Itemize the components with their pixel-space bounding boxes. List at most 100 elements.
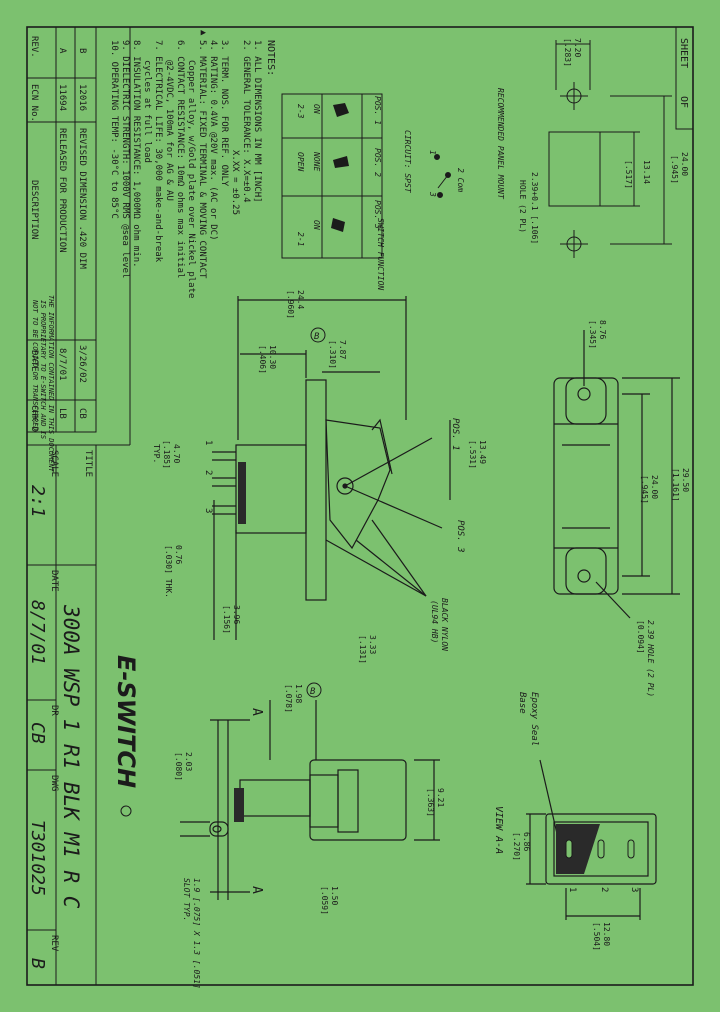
side-pos-1-label: POS. 1 (450, 418, 460, 451)
circuit-term-1: 1 (428, 150, 437, 155)
side-dim-4-70: 4.70 (172, 444, 181, 463)
rev-label: REV (49, 935, 59, 952)
panel-dim-283: [.283] (563, 38, 572, 67)
side-dim-310: [.310] (328, 340, 337, 369)
circuit-diagram (434, 154, 451, 198)
end-dim-9-21: 9.21 (436, 788, 445, 807)
side-dim-0-76: 0.76 (174, 545, 183, 564)
rev-b-desc: REVISED DIMENSION .420 DIM (77, 128, 87, 269)
circuit-term-3: 3 (428, 191, 437, 197)
panel-dim-945: [.945] (670, 155, 679, 184)
rev-a-date: 8/7/01 (57, 348, 67, 381)
svg-text:B: B (310, 687, 316, 697)
proprietary-line-1: THE INFORMATION CONTAINED IN THIS DOCUME… (47, 295, 55, 473)
view-aa-term-1: 1 (567, 887, 577, 892)
view-aa-drawing (526, 759, 657, 920)
view-aa-title: VIEW A-A (493, 806, 504, 854)
side-term-3: 3 (203, 508, 213, 513)
top-dim-094: [0.094] (636, 620, 645, 654)
dwg-value: T301025 (27, 820, 48, 896)
proprietary-line-2: IS PROPRIETARY TO E-SWITCH AND IS (39, 300, 47, 439)
top-dim-1-161: [1.161] (671, 468, 680, 502)
circuit-label: CIRCUIT: SPST (403, 130, 412, 194)
rev-b-ecn: 12016 (77, 84, 87, 111)
view-aa-term-2: 2 (599, 887, 609, 892)
dwg-label: DWG (49, 775, 59, 791)
view-aa-dim-12-80: 12.80 (602, 922, 611, 946)
side-dim-531: [.531] (468, 440, 477, 469)
side-dim-3-33: 3.33 (368, 635, 377, 654)
rev-a-chkd: LB (57, 408, 67, 419)
side-dim-156: [.156] (222, 605, 231, 634)
side-pos-3-label: POS. 3 (455, 520, 465, 553)
end-dim-slot-typ: SLOT TYP. (182, 878, 191, 921)
sheet-of-box (675, 26, 694, 130)
sheet-label: SHEET (678, 38, 689, 68)
top-dim-945: [.945] (640, 475, 649, 504)
view-aa-dim-6-86: 6.86 (522, 832, 531, 851)
view-aa-dim-504: [.504] (592, 922, 601, 951)
rev-a-ecn: 11694 (57, 84, 67, 111)
end-dim-078: [.078] (284, 684, 293, 713)
title-block (27, 27, 131, 985)
drawing-frame (26, 26, 694, 986)
top-dim-hole: 2.39 HOLE (2 PL) (646, 620, 655, 697)
view-aa-dim-270: [.270] (512, 832, 521, 861)
switch-function-table (281, 93, 383, 259)
panel-dim-7-20: 7.20 (573, 38, 582, 57)
side-view-drawing (212, 296, 451, 640)
panel-dim-24-00: 24.00 (680, 152, 689, 176)
note-5: 5. MATERIAL: FIXED TERMINAL & MOVING CON… (197, 40, 207, 279)
rev-header-chkd: CHK'D (29, 405, 39, 432)
rev-b-rev: B (77, 48, 87, 53)
note-6b: @2-4VDC, 100mA for AG & AU (164, 60, 174, 201)
section-a-bottom: A (249, 886, 264, 894)
sf-header-pos1: POS. 1 (373, 96, 382, 125)
svg-text:B: B (314, 332, 320, 342)
side-dim-typ: TYP. (152, 444, 161, 463)
rocker-symbol-icon (331, 103, 349, 232)
side-dim-185: [.185] (162, 440, 171, 469)
dr-value: CB (27, 722, 48, 744)
end-dim-080: [.080] (174, 752, 183, 781)
rev-a-desc: RELEASED FOR PRODUCTION (57, 128, 67, 253)
end-dim-1-98: 1.98 (294, 684, 303, 703)
e-switch-logo: E-SWITCH (112, 655, 140, 817)
triangle-marker-icon: ▲ (198, 30, 208, 36)
end-dim-2-03: 2.03 (184, 752, 193, 771)
sf-row-2-3: 2-3 (296, 104, 305, 119)
panel-mount-drawing (548, 40, 672, 258)
note-10: 10. OPERATING TEMP: -30°C to 85°C (109, 40, 119, 219)
view-aa-epoxy-label: Epoxy Seal (529, 692, 539, 746)
end-view-epoxy (234, 788, 244, 822)
top-view-drawing (553, 330, 680, 619)
note-6: 6. CONTACT RESISTANCE: 10mΩ ohms max ini… (175, 40, 185, 278)
side-dim-3-96: 3.96 (232, 605, 241, 624)
sf-cell-on-3: ON (312, 220, 321, 230)
top-dim-8-76: 8.76 (598, 320, 607, 339)
sf-row-2-1: 2-1 (296, 232, 305, 246)
panel-dim-517: [.517] (624, 160, 633, 189)
title-label: TITLE (83, 450, 93, 477)
note-1: 1. ALL DIMENSIONS IN MM [INCH] (252, 40, 262, 203)
top-dim-29-50: 29.50 (681, 468, 690, 492)
drawing-title: 300A WSP 1 R1 BLK M1 R C (59, 604, 83, 909)
note-7b: cycles at full load (142, 60, 152, 163)
sf-cell-on-1: ON (312, 104, 321, 114)
scale-label: SCALE (49, 450, 59, 477)
sf-header-pos3: POS. 3 (373, 200, 382, 229)
rev-header-date: DATE (29, 350, 39, 372)
sf-cell-none: NONE (312, 151, 321, 171)
note-2: 2. GENERAL TOLERANCE: X.X=±0.4 (241, 40, 251, 203)
side-dim-13-49: 13.49 (478, 440, 487, 464)
rev-a-rev: A (57, 48, 67, 54)
view-aa-base-label: Base (517, 692, 527, 714)
switch-function-title: SWITCH FUNCTION (376, 218, 385, 290)
end-dim-363: [.363] (426, 788, 435, 817)
view-aa-term-3: 3 (629, 887, 639, 892)
note-9: 9. DIELECTRIC STRENGTH: 1000V RMS @sea l… (120, 40, 130, 278)
svg-text:E-SWITCH: E-SWITCH (112, 655, 140, 788)
side-material-label: BLACK NYLON (440, 598, 449, 651)
